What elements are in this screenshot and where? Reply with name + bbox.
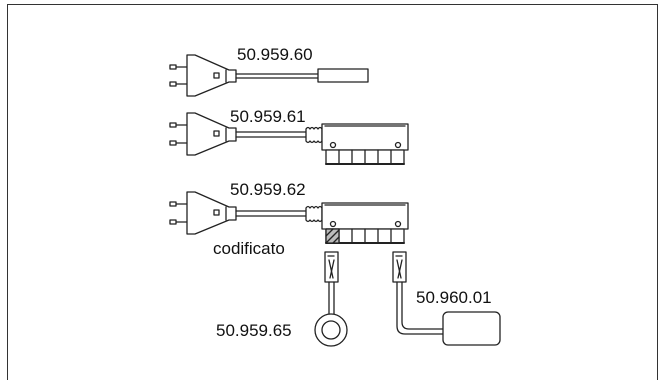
diagram-frame	[7, 4, 658, 380]
part-label-50-959-62: 50.959.62	[230, 180, 306, 199]
coded-label: codificato	[213, 239, 285, 258]
part-label-50-959-61: 50.959.61	[230, 107, 306, 126]
cable-3	[235, 205, 323, 223]
connector-plug-left	[324, 251, 339, 317]
part-label-50-960-01: 50.960.01	[416, 288, 492, 307]
plug-2	[169, 112, 237, 156]
cable-2	[235, 126, 323, 144]
receiver-box	[442, 311, 501, 346]
connector-plug-right	[392, 251, 444, 335]
plug-1	[169, 54, 237, 97]
ring-component	[314, 313, 348, 347]
part-label-50-959-65: 50.959.65	[216, 321, 292, 340]
coded-slot-hatch	[325, 228, 340, 244]
part-label-50-959-60: 50.959.60	[237, 45, 313, 64]
cable-1	[235, 68, 369, 83]
plug-3	[169, 191, 237, 235]
distributor-1	[321, 123, 409, 165]
